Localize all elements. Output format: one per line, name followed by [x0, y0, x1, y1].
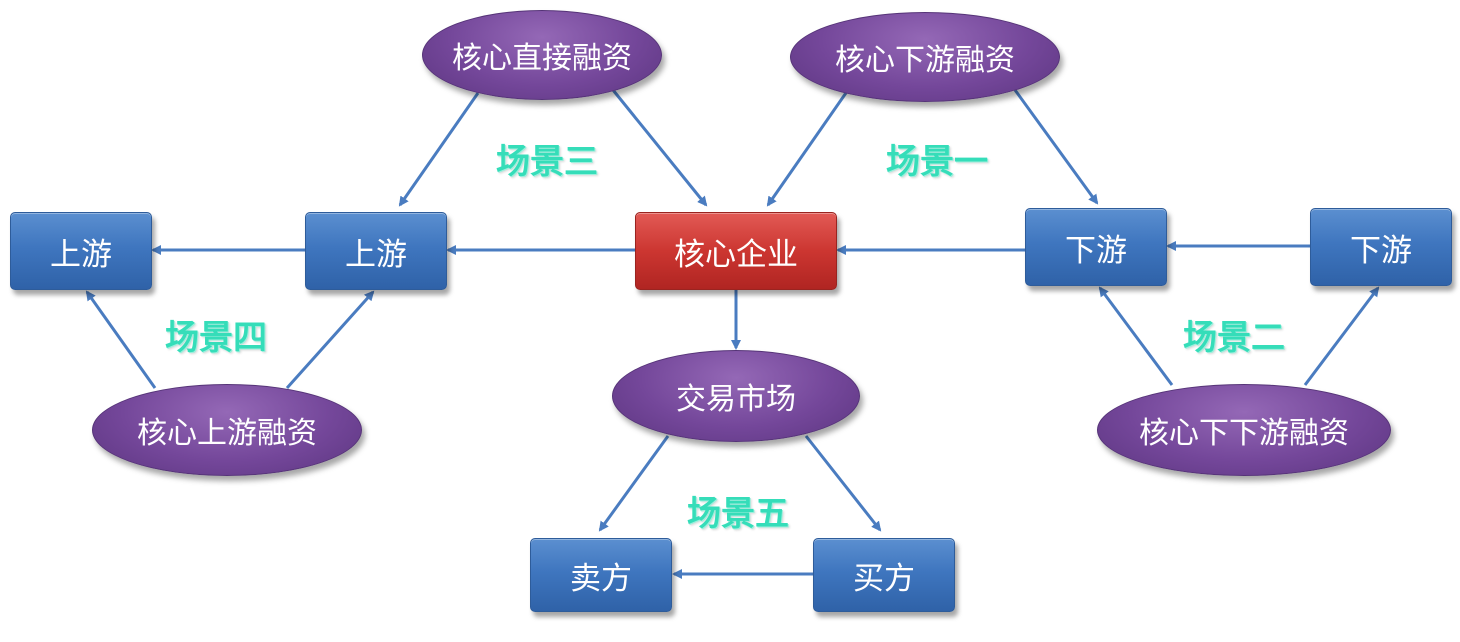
- arrow-upfin-to-upstream-inner: [285, 290, 375, 390]
- arrow-upfin-to-upstream-outer: [85, 290, 157, 389]
- scene-five-label: 场景五: [687, 494, 789, 534]
- market-label: 交易市场: [676, 382, 796, 417]
- scene-four-label: 场景四: [165, 318, 267, 358]
- upstream-inner-label: 上游: [345, 236, 407, 273]
- core-enterprise-label: 核心企业: [674, 236, 798, 273]
- seller-box: 卖方: [530, 538, 672, 612]
- downstream-inner-box: 下游: [1025, 208, 1167, 286]
- arrow-down2fin-to-downstream: [1098, 286, 1174, 386]
- upstream-financing-ellipse: 核心上游融资: [92, 384, 362, 476]
- downstream-outer-label: 下游: [1350, 232, 1412, 269]
- core-enterprise-box: 核心企业: [635, 212, 837, 290]
- arrow-market-to-buyer: [804, 435, 882, 532]
- scene-two-label: 场景二: [1183, 318, 1285, 358]
- arrow-market-to-seller: [598, 435, 670, 532]
- buyer-label: 买方: [853, 560, 915, 597]
- direct-financing-label: 核心直接融资: [452, 41, 632, 76]
- arrow-down2fin-to-downstream-outer: [1303, 286, 1380, 386]
- seller-label: 卖方: [570, 560, 632, 597]
- arrow-downfin-to-downstream: [1013, 89, 1099, 205]
- upstream-financing-label: 核心上游融资: [137, 416, 317, 451]
- arrow-direct-to-upstream: [398, 92, 480, 207]
- scene-three-label: 场景三: [496, 142, 598, 182]
- upstream-outer-box: 上游: [10, 212, 152, 290]
- upstream-outer-label: 上游: [50, 236, 112, 273]
- downstream2-financing-ellipse: 核心下下游融资: [1097, 384, 1391, 476]
- downstream-financing-label: 核心下游融资: [835, 43, 1015, 78]
- downstream-inner-label: 下游: [1065, 232, 1127, 269]
- arrow-direct-to-core: [611, 89, 708, 207]
- buyer-box: 买方: [813, 538, 955, 612]
- downstream2-financing-label: 核心下下游融资: [1139, 416, 1349, 451]
- market-ellipse: 交易市场: [612, 350, 860, 442]
- upstream-inner-box: 上游: [305, 212, 447, 290]
- direct-financing-ellipse: 核心直接融资: [422, 10, 662, 100]
- downstream-outer-box: 下游: [1310, 208, 1452, 286]
- arrow-downfin-to-core: [766, 89, 850, 207]
- downstream-financing-ellipse: 核心下游融资: [790, 12, 1060, 102]
- scene-one-label: 场景一: [886, 142, 988, 182]
